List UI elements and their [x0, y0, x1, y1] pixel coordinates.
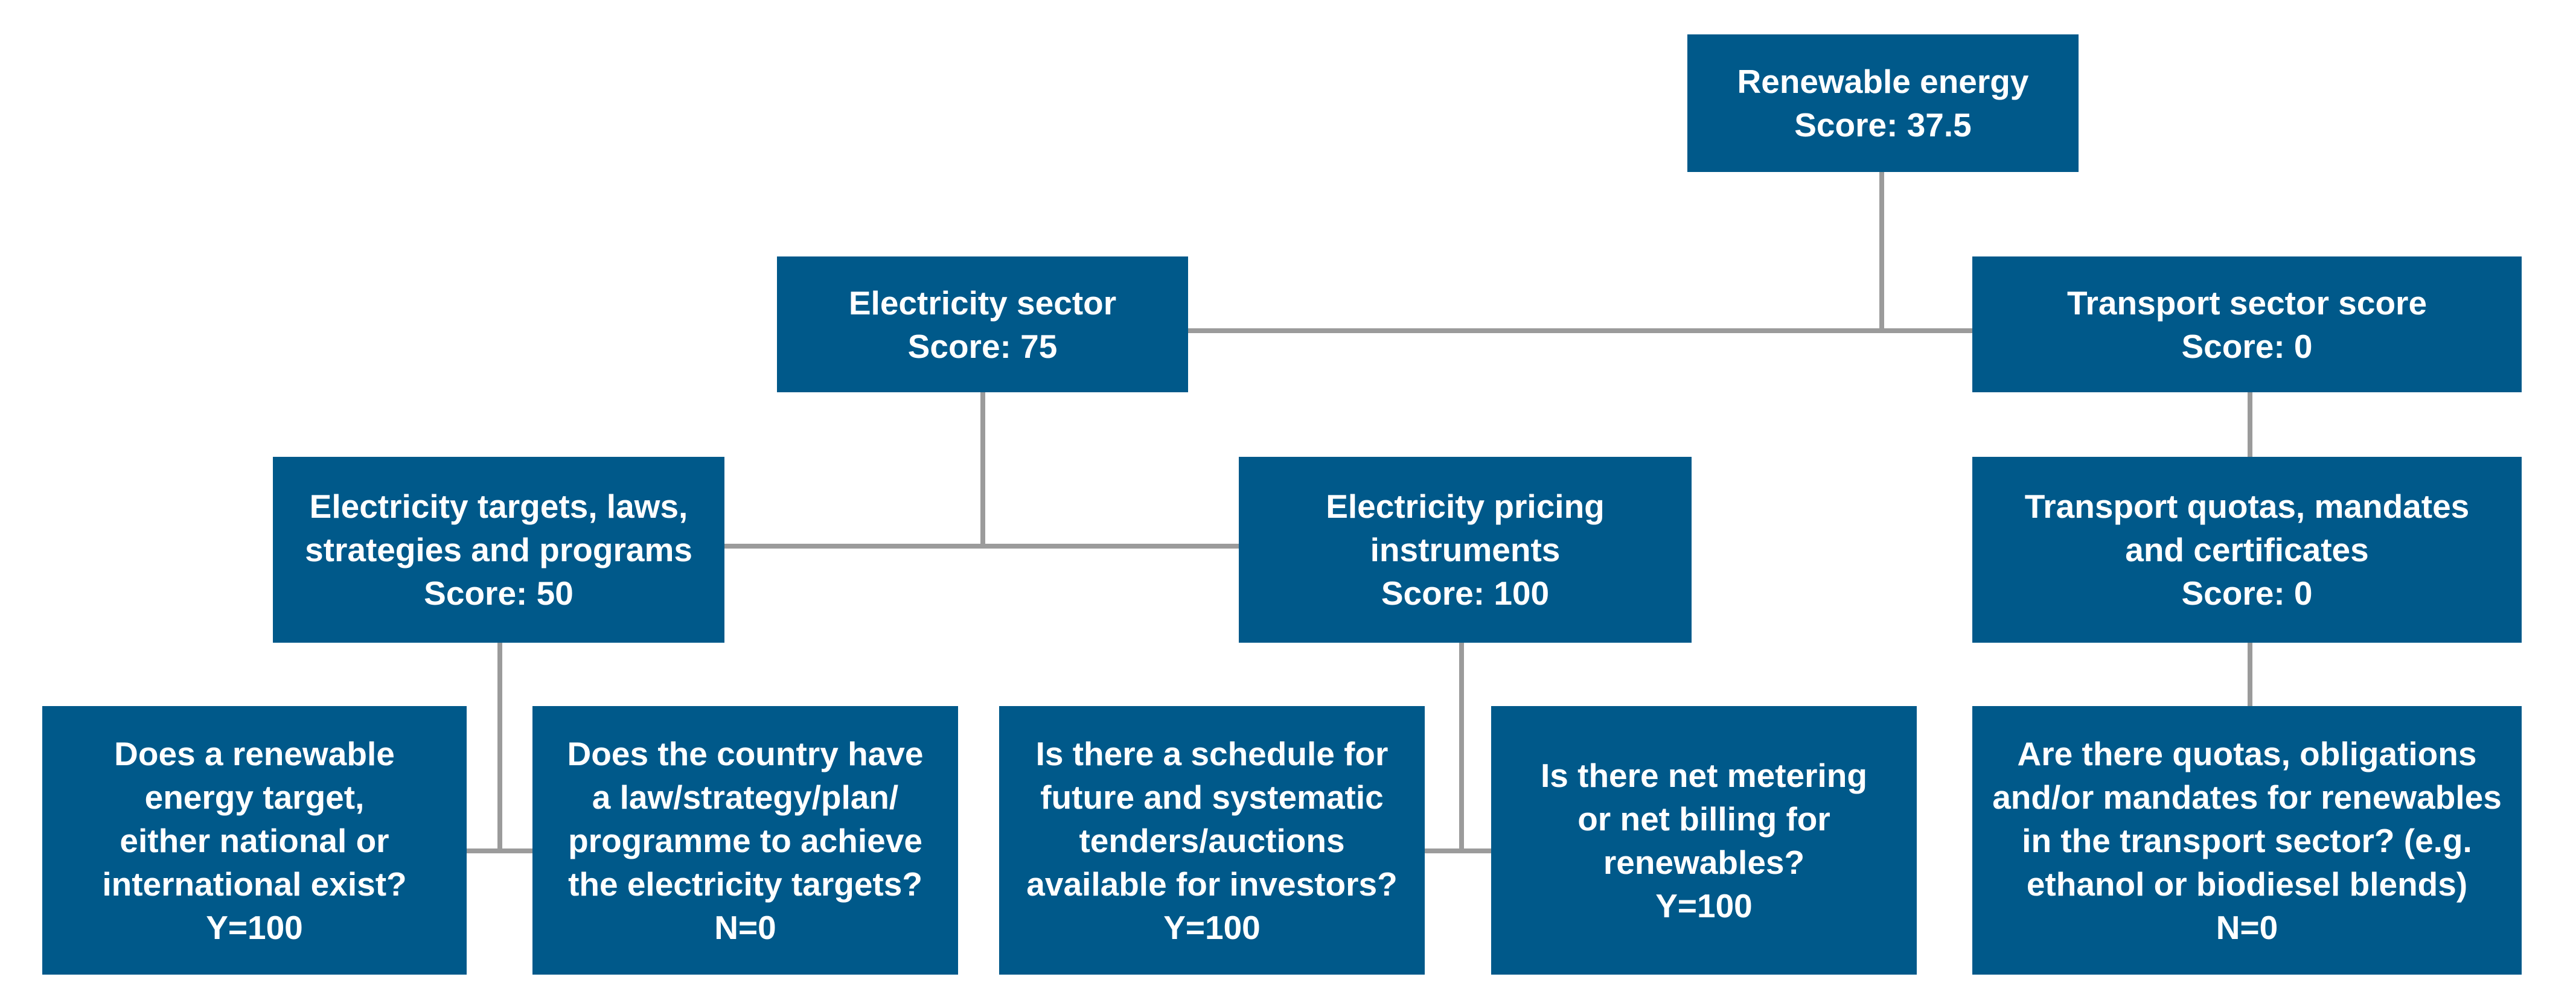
- node-electricity-targets: Electricity targets, laws, strategies an…: [273, 457, 724, 643]
- question-answer: N=0: [714, 908, 776, 946]
- question-line: international exist?: [102, 865, 407, 903]
- node-score: Score: 0: [2181, 575, 2313, 612]
- question-line: in the transport sector? (e.g.: [2022, 821, 2472, 859]
- node-renewable-energy: Renewable energy Score: 37.5: [1687, 34, 2079, 172]
- question-answer: Y=100: [206, 908, 303, 946]
- question-answer: Y=100: [1655, 887, 1753, 925]
- question-line: Are there quotas, obligations: [2017, 734, 2477, 772]
- question-line: Does a renewable: [114, 734, 395, 772]
- node-question-renewable-target: Does a renewable energy target, either n…: [42, 706, 467, 975]
- node-title-line: Electricity targets, laws,: [309, 488, 688, 525]
- node-title-line: instruments: [1370, 531, 1561, 568]
- node-question-transport-mandates: Are there quotas, obligations and/or man…: [1972, 706, 2522, 975]
- question-line: available for investors?: [1026, 865, 1398, 903]
- node-score: Score: 75: [907, 327, 1058, 365]
- question-line: or net billing for: [1577, 800, 1830, 838]
- node-title-line: Electricity pricing: [1326, 488, 1605, 525]
- question-line: energy target,: [144, 778, 365, 816]
- node-title-line: Transport quotas, mandates: [2024, 488, 2470, 525]
- node-title: Electricity sector: [848, 284, 1117, 322]
- node-title: Renewable energy: [1737, 63, 2029, 100]
- question-line: ethanol or biodiesel blends): [2026, 865, 2468, 903]
- question-line: tenders/auctions: [1079, 821, 1345, 859]
- question-line: and/or mandates for renewables: [1992, 778, 2502, 816]
- question-line: Does the country have: [567, 734, 924, 772]
- node-question-tender-schedule: Is there a schedule for future and syste…: [999, 706, 1425, 975]
- node-transport-sector: Transport sector score Score: 0: [1972, 256, 2522, 392]
- node-score: Score: 50: [424, 575, 574, 612]
- question-line: either national or: [120, 821, 389, 859]
- question-line: programme to achieve: [568, 821, 922, 859]
- node-electricity-sector: Electricity sector Score: 75: [777, 256, 1188, 392]
- node-score: Score: 0: [2181, 327, 2313, 365]
- node-question-law-strategy: Does the country have a law/strategy/pla…: [532, 706, 958, 975]
- node-title: Transport sector score: [2066, 284, 2427, 322]
- node-title-line: strategies and programs: [305, 531, 692, 568]
- node-question-net-metering: Is there net metering or net billing for…: [1491, 706, 1917, 975]
- question-answer: Y=100: [1163, 908, 1261, 946]
- node-electricity-pricing: Electricity pricing instruments Score: 1…: [1239, 457, 1692, 643]
- question-line: the electricity targets?: [568, 865, 922, 903]
- node-score: Score: 100: [1381, 575, 1550, 612]
- node-title-line: and certificates: [2125, 531, 2369, 568]
- question-line: a law/strategy/plan/: [592, 778, 899, 816]
- node-transport-quotas: Transport quotas, mandates and certifica…: [1972, 457, 2522, 643]
- question-line: Is there net metering: [1541, 756, 1867, 794]
- question-line: future and systematic: [1040, 778, 1384, 816]
- question-line: Is there a schedule for: [1035, 734, 1389, 772]
- question-line: renewables?: [1603, 843, 1805, 881]
- node-score: Score: 37.5: [1794, 106, 1972, 144]
- question-answer: N=0: [2216, 908, 2278, 946]
